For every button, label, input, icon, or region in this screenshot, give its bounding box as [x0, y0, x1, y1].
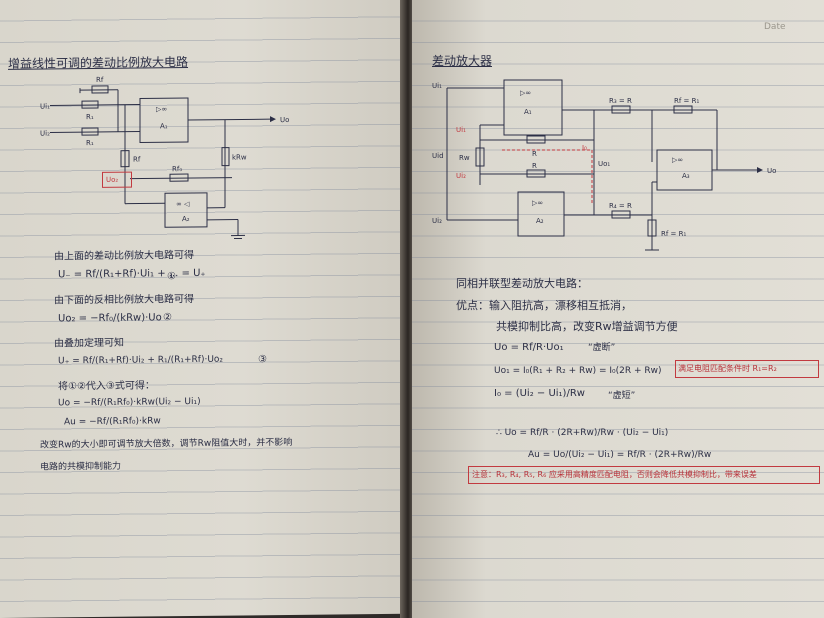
adjustable-gain-diff-amp-circuit: Ui₁ Ui₂ Rf R₁ R₁ ▷∞ A₁ Uo Rf kRw Uo₂ Rf₀… — [40, 76, 289, 245]
advantage-line-1: 优点：输入阻抗高，漂移相互抵消， — [456, 299, 632, 312]
label-r4: R₄ = R — [609, 202, 632, 210]
label-r-bottom: R — [532, 162, 537, 170]
opamp-a2-right — [518, 192, 564, 236]
left-line-3: 由下面的反相比例放大电路可得 — [54, 293, 194, 307]
equation-1: Uo = Rf/R·Uo₁ — [494, 342, 564, 353]
resistor-rf-top-right — [674, 106, 692, 113]
equation-5: Au = Uo/(Ui₂ − Ui₁) = Rf/R · (2R+Rw)/Rw — [528, 450, 712, 460]
left-line-6: U₊ = Rf/(R₁+Rf)·Ui₂ + R₁/(R₁+Rf)·Uo₂ — [58, 354, 224, 367]
label-a1-name: A₁ — [160, 122, 168, 130]
label-ui1-red: Ui₁ — [456, 126, 466, 134]
resistor-r1-bottom — [82, 128, 98, 135]
quote-virtual-open: “虚断” — [588, 343, 616, 353]
resistor-rf0 — [170, 174, 188, 181]
marker-1: ① — [167, 271, 176, 283]
left-line-8: Uo = −Rf/(R₁Rf₀)·kRw(Ui₂ − Ui₁) — [58, 396, 201, 409]
right-page: Date 差动放大器 — [412, 0, 824, 618]
resistor-r-top — [527, 136, 545, 143]
left-line-9: Au = −Rf/(R₁Rf₀)·kRw — [64, 416, 161, 428]
label-r1-b: R₁ — [86, 139, 94, 147]
opamp-a1-right — [504, 80, 562, 135]
label-ui1: Ui₁ — [40, 102, 50, 110]
left-line-1: 由上面的差动比例放大电路可得 — [54, 249, 194, 263]
resistor-r4 — [612, 211, 630, 218]
label-uo-right: Uo — [767, 167, 776, 175]
resistor-r-bottom — [527, 170, 545, 177]
label-a1-name-right: A₁ — [524, 108, 532, 116]
label-uo1: Uo₁ — [598, 160, 610, 168]
opamp-a3 — [657, 150, 712, 190]
resistor-rw — [476, 148, 484, 166]
equation-3: I₀ = (Ui₂ − Ui₁)/Rw — [494, 388, 585, 399]
label-rf-mid: Rf — [133, 156, 141, 164]
left-line-5: 由叠加定理可知 — [54, 337, 124, 350]
label-ui1-right: Ui₁ — [432, 82, 442, 90]
label-ui2: Ui₂ — [40, 129, 50, 137]
label-uid: Uid — [432, 152, 444, 160]
warning-box — [468, 466, 820, 484]
left-line-10: 改变Rw的大小即可调节放大倍数，调节Rw阻值大时，并不影响 — [40, 437, 293, 451]
marker-3: ③ — [258, 354, 267, 366]
warning-note: 注意：R₃, R₄, R₅, R₆ 应采用高精度匹配电阻，否则会降低共模抑制比，… — [472, 470, 757, 479]
label-krw: kRw — [232, 153, 247, 161]
label-uo2: Uo₂ — [106, 176, 118, 184]
resistor-rf-bottom-right — [648, 220, 656, 236]
wire-ui2 — [50, 132, 140, 133]
right-heading-2: 同相并联型差动放大电路： — [456, 277, 588, 290]
right-page-title: 差动放大器 — [432, 54, 493, 68]
label-a1-symbol: ▷∞ — [156, 105, 167, 113]
label-a2-symbol: ∞ ◁ — [176, 200, 190, 208]
label-r1-a: R₁ — [86, 113, 94, 121]
equation-4: ∴ Uo = Rf/R · (2R+Rw)/Rw · (Ui₂ − Ui₁) — [496, 428, 669, 438]
advantage-line-2: 共模抑制比高，改变Rw增益调节方便 — [496, 320, 678, 333]
label-a1-symbol-right: ▷∞ — [520, 89, 531, 97]
left-line-2: U₋ = Rf/(R₁+Rf)·Ui₁ + ... = U₊ — [58, 267, 206, 281]
left-line-4: Uo₂ = −Rf₀/(kRw)·Uo — [58, 312, 162, 325]
resistor-rf-mid — [121, 151, 129, 167]
label-rf-top: Rf — [96, 76, 104, 84]
label-a2-name: A₂ — [182, 215, 190, 223]
left-page: 增益线性可调的差动比例放大电路 — [0, 0, 404, 618]
label-rf-top-right: Rf = R₁ — [674, 97, 700, 105]
differential-amp-circuit: Ui₁ Ui₂ Uid Ui₁ Ui₂ ▷∞ A₁ ▷∞ A₂ ▷∞ A₃ R … — [432, 70, 776, 260]
label-i0: I₀ — [582, 144, 587, 152]
quote-virtual-short: “虚短” — [608, 391, 636, 401]
uo2-highlight-box — [102, 171, 132, 188]
wire-output — [188, 119, 270, 120]
label-a2-name-right: A₂ — [536, 217, 544, 225]
resistor-rf-top — [92, 86, 108, 93]
current-path-i0 — [502, 150, 592, 205]
label-r3: R₃ = R — [609, 97, 632, 105]
label-ui2-right: Ui₂ — [432, 217, 442, 225]
label-a2-symbol-right: ▷∞ — [532, 199, 543, 207]
left-line-7: 将①②代入③式可得： — [58, 380, 155, 393]
label-output: Uo — [280, 116, 289, 124]
red-note-box — [675, 360, 819, 378]
label-r-top: R — [532, 150, 537, 158]
red-note: 满足电阻匹配条件时 R₁=R₂ — [678, 364, 777, 373]
resistor-r3 — [612, 106, 630, 113]
label-rw: Rw — [459, 154, 470, 162]
date-label: Date — [764, 22, 786, 32]
opamp-a2 — [165, 193, 207, 227]
label-a3-name: A₃ — [682, 172, 690, 180]
label-a3-symbol: ▷∞ — [672, 156, 683, 164]
potentiometer-krw — [222, 148, 229, 166]
label-rf0: Rf₀ — [172, 165, 182, 173]
left-line-11: 电路的共模抑制能力 — [40, 461, 122, 473]
wire-ui1 — [50, 105, 140, 106]
equation-2: Uo₁ = I₀(R₁ + R₂ + Rw) = I₀(2R + Rw) — [494, 366, 662, 376]
label-ui2-red: Ui₂ — [456, 172, 466, 180]
label-rf-bottom-right: Rf = R₁ — [661, 230, 687, 238]
marker-2: ② — [163, 312, 172, 324]
resistor-r1-top — [82, 101, 98, 108]
